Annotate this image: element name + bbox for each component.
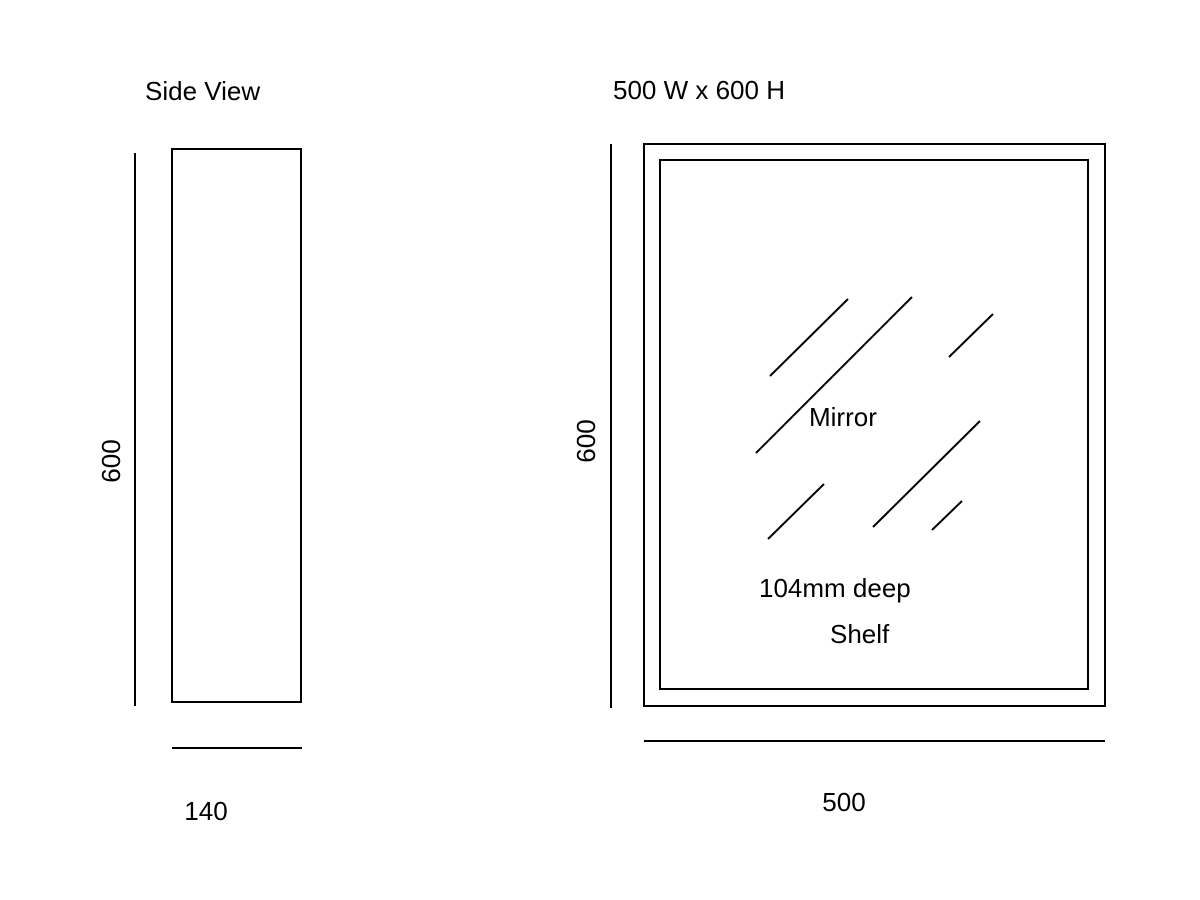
mirror-label: Mirror bbox=[809, 402, 877, 432]
front-view-width-label: 500 bbox=[822, 787, 865, 817]
front-view-title: 500 W x 600 H bbox=[613, 75, 785, 105]
front-view: 500 W x 600 H 600 Mirror 104mm deep Shel… bbox=[571, 75, 1106, 817]
front-view-cabinet-outer-frame bbox=[643, 143, 1106, 707]
reflection-stroke bbox=[872, 420, 981, 528]
side-view-cabinet-outline bbox=[171, 148, 302, 703]
mirror-reflection-strokes bbox=[755, 296, 994, 540]
side-view-width-label: 140 bbox=[184, 796, 227, 826]
shelf-label: Shelf bbox=[830, 619, 890, 649]
shelf-depth-label: 104mm deep bbox=[759, 573, 911, 603]
reflection-stroke bbox=[931, 500, 963, 531]
reflection-stroke bbox=[948, 313, 994, 358]
front-view-mirror-inner-frame bbox=[659, 159, 1089, 690]
reflection-stroke bbox=[755, 296, 913, 454]
side-view-height-label: 600 bbox=[96, 439, 126, 482]
reflection-stroke bbox=[769, 298, 849, 377]
side-view-title: Side View bbox=[145, 76, 260, 106]
side-view: Side View 600 140 bbox=[96, 76, 302, 826]
front-view-height-label: 600 bbox=[571, 419, 601, 462]
reflection-stroke bbox=[767, 483, 825, 540]
